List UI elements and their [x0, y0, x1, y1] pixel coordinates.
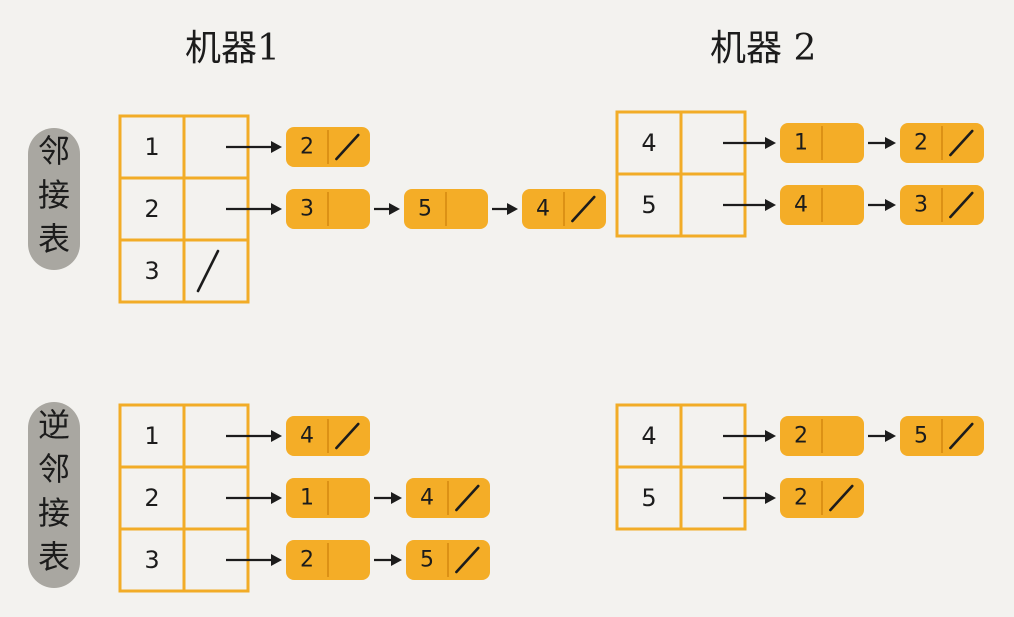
null-pointer-slash: [455, 484, 480, 512]
list-node: 1: [286, 478, 370, 518]
node-value: 1: [300, 486, 314, 511]
arrowhead: [271, 141, 282, 153]
list-node: 2: [286, 540, 370, 580]
list-node: 2: [286, 127, 370, 167]
list-node: 1: [780, 123, 864, 163]
null-pointer-slash: [571, 195, 596, 223]
arrowhead: [885, 199, 896, 211]
vertex-id: 1: [144, 133, 159, 161]
list-node: 3: [900, 185, 984, 225]
node-value: 4: [300, 424, 314, 449]
vertex-id: 5: [641, 191, 656, 219]
node-value: 1: [794, 131, 808, 156]
node-value: 2: [794, 486, 808, 511]
arrowhead: [765, 430, 776, 442]
arrowhead: [391, 492, 402, 504]
reverse-adjacency-char: 接: [38, 494, 70, 532]
arrowhead: [765, 199, 776, 211]
arrowhead: [271, 203, 282, 215]
vertex-table-reverse_adjacency-machine2: 4 2 5 5 2: [615, 403, 984, 531]
adjacency-char: 邻: [38, 132, 70, 170]
vertex-table-adjacency-machine1: 1 2 2 3 5 4 3: [118, 114, 606, 304]
arrowhead: [885, 137, 896, 149]
node-value: 4: [420, 486, 434, 511]
list-node: 2: [780, 416, 864, 456]
arrowhead: [507, 203, 518, 215]
node-value: 5: [914, 424, 928, 449]
node-value: 5: [420, 548, 434, 573]
list-node: 5: [406, 540, 490, 580]
node-value: 4: [536, 197, 550, 222]
list-node: 5: [404, 189, 488, 229]
vertex-id: 3: [144, 546, 159, 574]
arrowhead: [885, 430, 896, 442]
null-pointer-slash: [335, 422, 360, 450]
null-pointer-slash: [949, 129, 974, 157]
list-node: 4: [286, 416, 370, 456]
list-node: 2: [780, 478, 864, 518]
vertex-id: 5: [641, 484, 656, 512]
node-value: 3: [300, 197, 314, 222]
list-node: 5: [900, 416, 984, 456]
arrowhead: [391, 554, 402, 566]
vertex-table-reverse_adjacency-machine1: 1 4 2 1 4 3 2 5: [118, 403, 490, 593]
adjacency-label: 邻 接 表: [28, 128, 80, 270]
node-value: 2: [914, 131, 928, 156]
list-node: 4: [780, 185, 864, 225]
null-pointer-slash: [196, 249, 220, 293]
arrowhead: [765, 137, 776, 149]
list-node: 4: [406, 478, 490, 518]
vertex-id: 4: [641, 129, 656, 157]
null-pointer-slash: [949, 191, 974, 219]
list-node: 3: [286, 189, 370, 229]
reverse-adjacency-char: 邻: [38, 450, 70, 488]
vertex-id: 3: [144, 257, 159, 285]
null-pointer-slash: [949, 422, 974, 450]
vertex-table-adjacency-machine2: 4 1 2 5 4 3: [615, 110, 984, 238]
vertex-id: 2: [144, 484, 159, 512]
node-value: 4: [794, 193, 808, 218]
arrowhead: [271, 492, 282, 504]
machine2-title: 机器 2: [710, 28, 816, 69]
node-value: 2: [300, 548, 314, 573]
arrowhead: [765, 492, 776, 504]
reverse-adjacency-label: 逆 邻 接 表: [28, 402, 80, 588]
node-value: 3: [914, 193, 928, 218]
adjacency-char: 接: [38, 176, 70, 214]
node-value: 2: [300, 135, 314, 160]
reverse-adjacency-char: 逆: [38, 406, 70, 444]
reverse-adjacency-char: 表: [38, 538, 70, 576]
null-pointer-slash: [829, 484, 854, 512]
vertex-id: 1: [144, 422, 159, 450]
node-value: 5: [418, 197, 432, 222]
list-node: 4: [522, 189, 606, 229]
arrowhead: [271, 430, 282, 442]
vertex-id: 4: [641, 422, 656, 450]
machine1-title: 机器1: [185, 28, 280, 69]
vertex-id: 2: [144, 195, 159, 223]
arrowhead: [271, 554, 282, 566]
node-value: 2: [794, 424, 808, 449]
adjacency-char: 表: [38, 220, 70, 258]
null-pointer-slash: [455, 546, 480, 574]
null-pointer-slash: [335, 133, 360, 161]
arrowhead: [389, 203, 400, 215]
list-node: 2: [900, 123, 984, 163]
tables-and-lists: 1 2 2 3 5 4 3 4 1 2 5 4 3 1 4 2 1 4 3 2 5 4 2 5 5 2: [118, 110, 984, 593]
